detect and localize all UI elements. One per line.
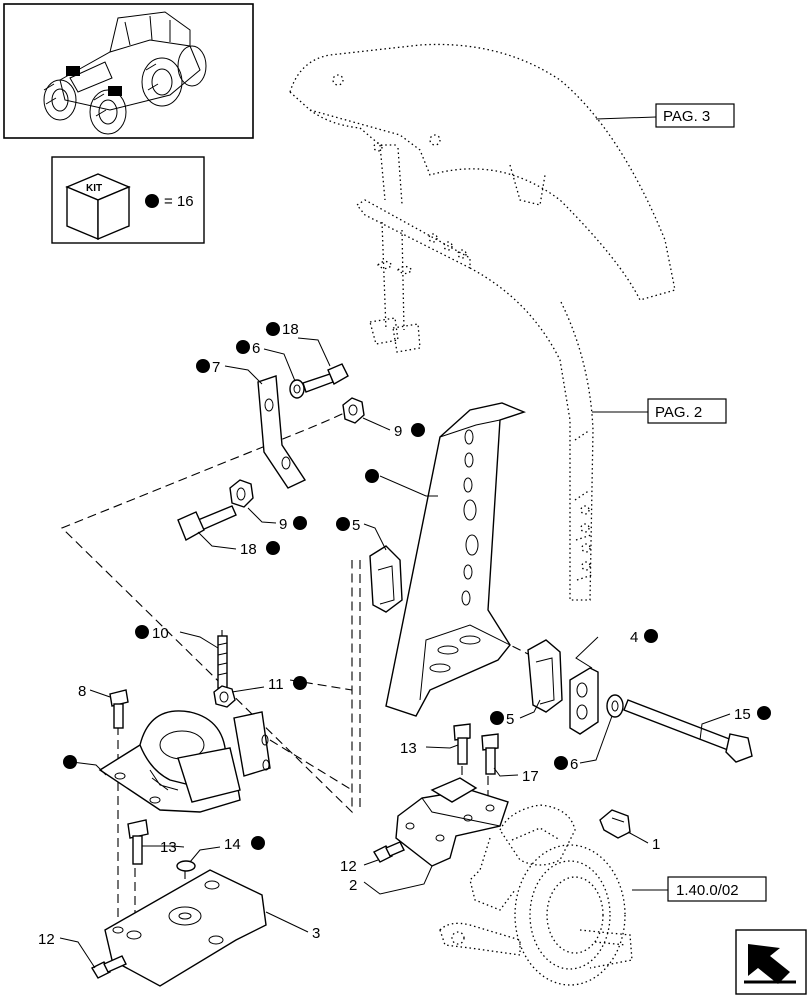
main-support-bracket xyxy=(385,402,527,717)
nut-part-11 xyxy=(213,685,236,708)
washer-part-6 xyxy=(289,379,305,399)
callout-bullets xyxy=(63,322,771,850)
bracket-part-7 xyxy=(257,375,307,489)
ref-pag3[interactable]: PAG. 3 xyxy=(595,103,735,128)
callout-1: 1 xyxy=(652,836,660,853)
kit-equation: = 16 xyxy=(164,193,194,210)
callout-numbers: 18 6 7 9 9 18 5 10 8 11 4 15 5 6 13 17 1… xyxy=(38,321,751,948)
callout-13-right: 13 xyxy=(400,740,417,757)
ref-pag2[interactable]: PAG. 2 xyxy=(592,398,727,424)
callout-8: 8 xyxy=(78,683,86,700)
callout-14: 14 xyxy=(224,836,241,853)
steering-knuckle-reference xyxy=(439,804,633,986)
callout-13-left: 13 xyxy=(160,839,177,856)
bolt-part-8 xyxy=(109,689,129,729)
kit-legend: KIT = 16 xyxy=(51,156,205,244)
callout-18-mid: 18 xyxy=(240,541,257,558)
nut-part-9-mid xyxy=(229,479,254,508)
callout-10: 10 xyxy=(152,625,169,642)
grease-nipple-part-12-left xyxy=(91,955,127,979)
hitch-hook-assembly xyxy=(98,710,271,813)
callout-6-bottom: 6 xyxy=(570,756,578,773)
ref-group[interactable]: 1.40.0/02 xyxy=(632,876,767,902)
bracket-part-2 xyxy=(395,777,509,867)
callout-11: 11 xyxy=(268,676,284,693)
fender-outline xyxy=(289,43,676,601)
callout-9-top: 9 xyxy=(394,423,402,440)
bolt-part-17 xyxy=(481,733,499,775)
plate-part-3 xyxy=(104,869,267,987)
tractor-thumbnail-icon[interactable] xyxy=(3,3,254,139)
bolt-part-15 xyxy=(623,699,753,763)
callout-12-right: 12 xyxy=(340,858,357,875)
ref-pag3-label: PAG. 3 xyxy=(663,108,710,125)
callout-9-mid: 9 xyxy=(279,516,287,533)
clip-part-5-bottom xyxy=(527,639,563,713)
bullet-icon xyxy=(145,194,159,208)
bolt-part-13-right xyxy=(453,723,471,765)
ref-group-label: 1.40.0/02 xyxy=(676,882,739,899)
leader-lines xyxy=(59,337,731,969)
callout-6-top: 6 xyxy=(252,340,260,357)
callout-15: 15 xyxy=(734,706,751,723)
plate-part-4 xyxy=(569,667,599,735)
callout-4: 4 xyxy=(630,629,638,646)
stud-part-10 xyxy=(217,635,228,689)
grease-nipple-part-12-right xyxy=(373,841,405,863)
callout-7: 7 xyxy=(212,359,220,376)
callout-18-top: 18 xyxy=(282,321,299,338)
callout-17: 17 xyxy=(522,768,539,785)
clip-part-5-top xyxy=(369,545,403,613)
callout-5-bottom: 5 xyxy=(506,711,514,728)
bolt-part-18-top xyxy=(302,363,349,393)
clip-part-1 xyxy=(599,809,631,839)
bolt-part-18-mid xyxy=(177,505,237,541)
callout-12-left: 12 xyxy=(38,931,55,948)
kit-box-icon: KIT xyxy=(65,173,131,241)
bolt-part-13-left xyxy=(127,819,149,865)
washer-part-6-bottom xyxy=(606,694,624,718)
callout-5-top: 5 xyxy=(352,517,360,534)
nut-part-9-top xyxy=(342,397,365,424)
ref-pag2-label: PAG. 2 xyxy=(655,404,702,421)
washer-part-14 xyxy=(176,860,196,872)
callout-2: 2 xyxy=(349,877,357,894)
kit-tag: KIT xyxy=(86,183,102,194)
next-page-arrow-icon[interactable] xyxy=(735,929,807,995)
callout-3: 3 xyxy=(312,925,320,942)
